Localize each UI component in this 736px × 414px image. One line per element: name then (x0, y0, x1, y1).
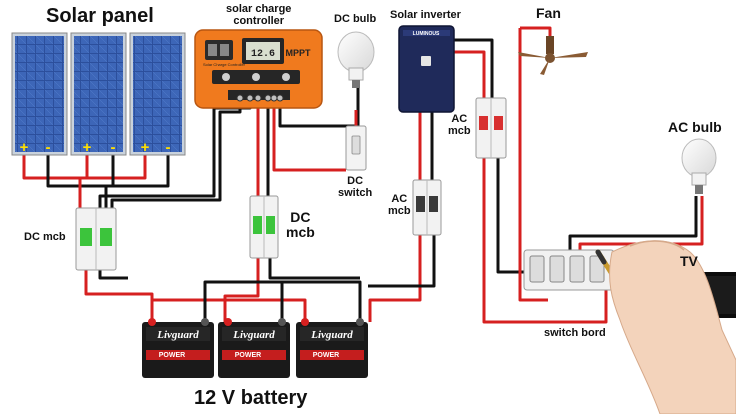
battery-brand: Livguard (310, 329, 353, 341)
controller-display: 12.6 (251, 49, 275, 60)
dc-mcb-left (75, 207, 117, 271)
label-dc-mcb-mid: DC mcb (286, 209, 315, 240)
label-switch-board: switch bord (544, 327, 606, 339)
panel-pos-bus-2 (87, 150, 147, 180)
battery-model: POWER (235, 352, 261, 359)
label-dc-bulb: DC bulb (334, 13, 377, 25)
battery-bank (142, 318, 368, 378)
solar-panel-1 (11, 32, 68, 156)
inverter-brand: LUMINOUS (413, 31, 440, 37)
label-solar-panel: Solar panel (46, 5, 154, 27)
inverter-out-red (448, 50, 486, 100)
battery-brand: Livguard (232, 329, 275, 341)
mcb-mid-red (223, 258, 260, 322)
label-dc-switch: DC switch (338, 175, 373, 199)
terminal-label: + (141, 139, 150, 156)
label-ac-mcb-mid: AC mcb (388, 193, 411, 217)
label-ac-bulb: AC bulb (668, 119, 722, 135)
dc-switch (345, 125, 367, 171)
solar-panel-3 (129, 32, 186, 156)
solar-panel-array (11, 32, 186, 156)
wiring (22, 26, 704, 324)
ac-bulb (681, 138, 717, 194)
label-tv: TV (680, 253, 698, 269)
ac-mcb-mid-black-down (368, 235, 436, 288)
battery-3 (296, 318, 368, 378)
dc-mcb-mid (249, 195, 279, 259)
controller-terminals (236, 94, 284, 102)
terminal-label: + (20, 139, 29, 156)
solar-inverter (398, 25, 455, 113)
batt-link-red-2 (228, 298, 307, 322)
acmcb-to-fan-black (496, 158, 524, 274)
battery-1 (142, 318, 214, 378)
ctrl-load-black (278, 86, 360, 128)
fan-red (518, 28, 548, 302)
terminal-label: - (46, 139, 51, 156)
label-solar-inverter: Solar inverter (390, 9, 461, 21)
ceiling-fan (518, 36, 588, 75)
battery-2 (218, 318, 290, 378)
mcb-to-controller-neg (110, 100, 242, 212)
switch-board (523, 249, 615, 291)
mcb-down-red (84, 270, 154, 322)
mcb-mid-black (268, 258, 360, 280)
label-fan: Fan (536, 5, 561, 21)
ctrl-load-red (272, 100, 346, 172)
controller-model: Solar Charge Controller (203, 62, 246, 67)
hand-with-pen-icon (595, 240, 736, 414)
dc-bulb (337, 31, 375, 88)
label-battery-bank: 12 V battery (194, 387, 308, 409)
batt-link-black-2 (282, 280, 362, 322)
batt-link-black-1 (203, 280, 284, 322)
acbulb-black (568, 196, 698, 250)
panel-terminals: + - + - + - (20, 139, 171, 156)
charge-controller (194, 29, 323, 109)
ac-mcb-top (475, 97, 507, 159)
battery-model: POWER (159, 352, 185, 359)
terminal-label: - (166, 139, 171, 156)
battery-model: POWER (313, 352, 339, 359)
solar-panel-2 (70, 32, 127, 156)
acmcb-to-board-red (482, 158, 608, 324)
label-charge-controller: solar charge controller (226, 3, 292, 27)
terminal-label: + (83, 139, 92, 156)
panel-neg-bus-2 (113, 150, 170, 188)
mcb-down-black (98, 270, 128, 280)
controller-brand: MPPT (285, 48, 311, 58)
terminal-label: - (111, 139, 116, 156)
battery-brand: Livguard (156, 329, 199, 341)
label-dc-mcb-left: DC mcb (24, 231, 66, 243)
panel-pos-bus (22, 150, 89, 180)
fan-top (520, 26, 552, 38)
inverter-out-black (452, 38, 494, 100)
ac-mcb-mid (412, 179, 442, 236)
label-ac-mcb-top: AC mcb (448, 113, 471, 137)
ac-mcb-mid-red-down (368, 235, 422, 322)
batt-link-red-1 (150, 296, 228, 302)
